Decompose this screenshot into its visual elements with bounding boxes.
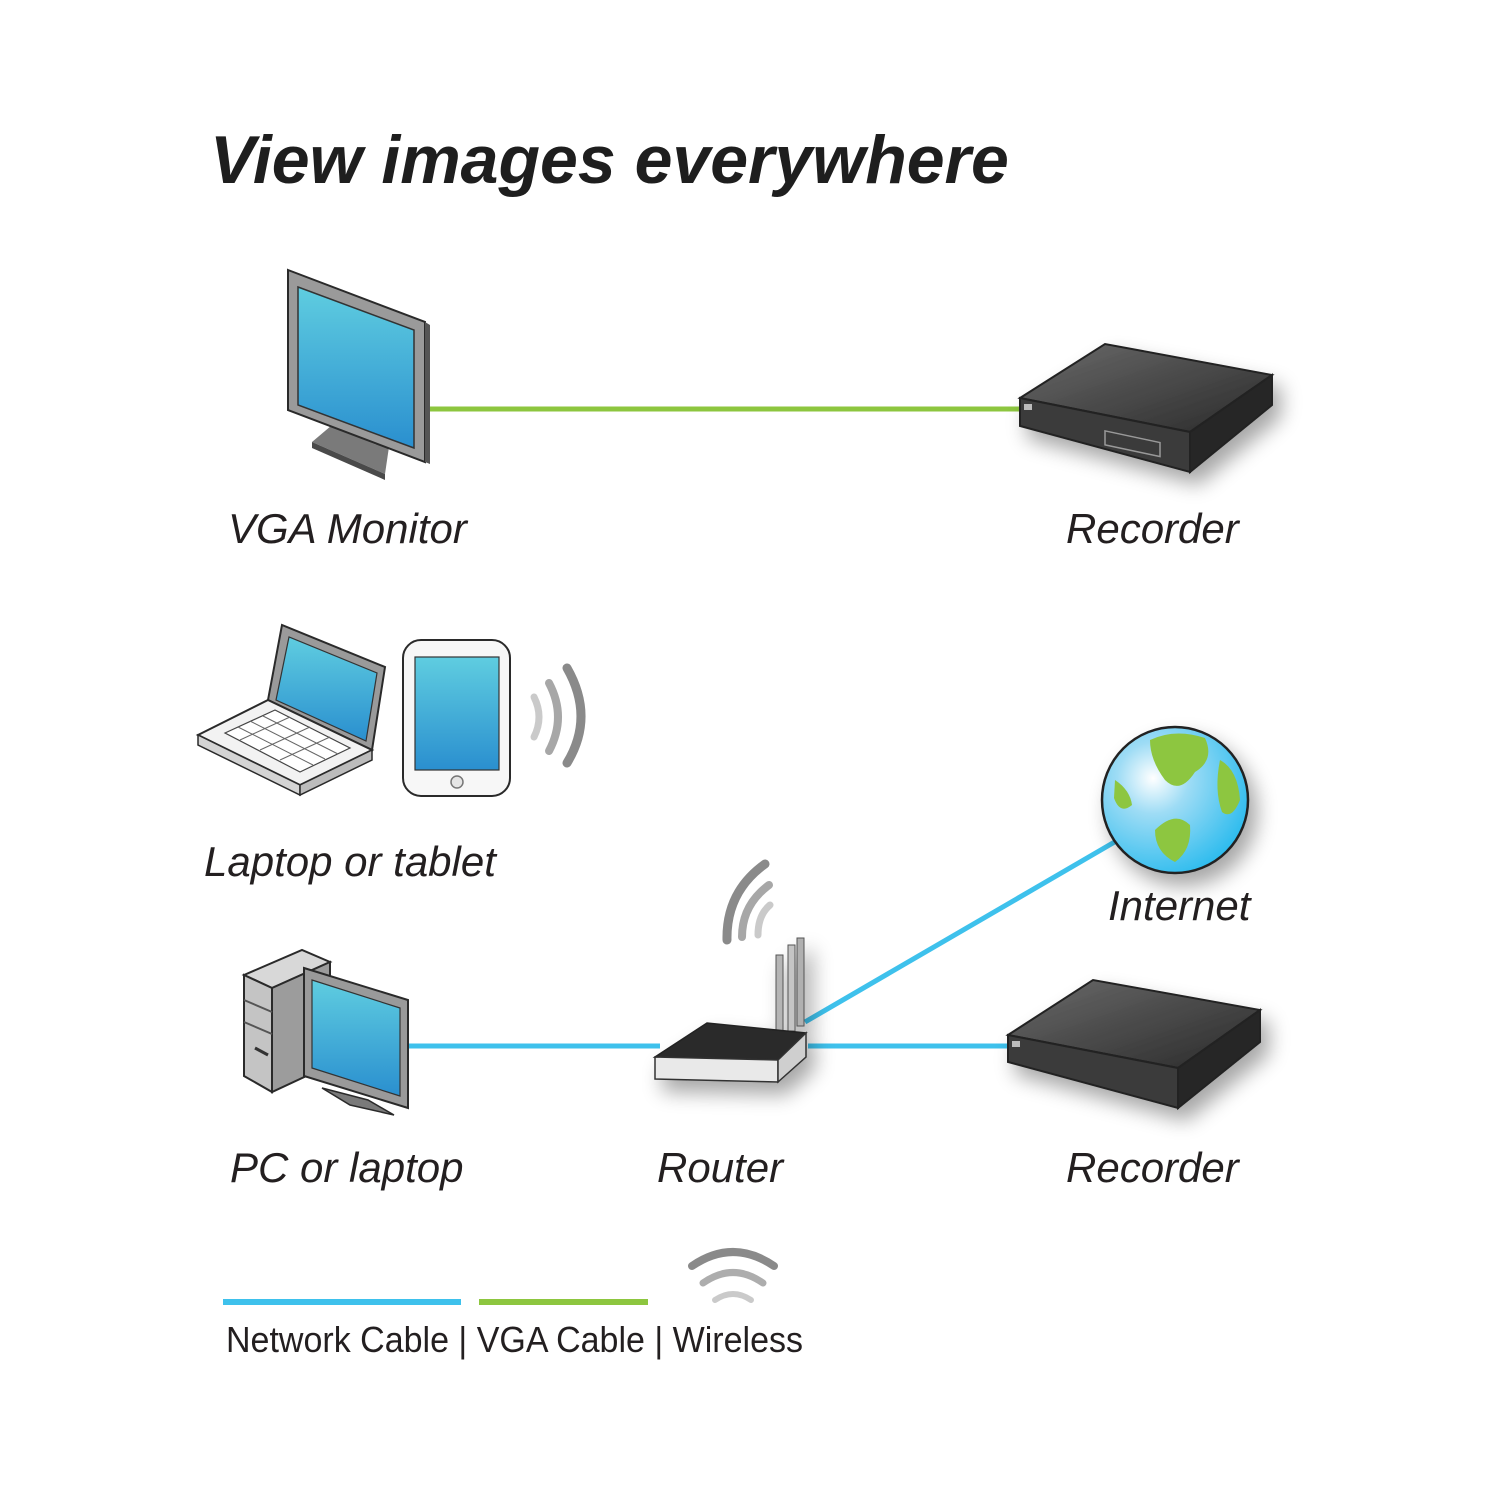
recorder-top-label: Recorder bbox=[1066, 505, 1241, 552]
router-label: Router bbox=[657, 1144, 785, 1191]
router-wireless-icon bbox=[722, 859, 774, 945]
laptop-icon bbox=[195, 623, 387, 797]
router-icon bbox=[652, 937, 808, 1084]
desktop-pc-icon bbox=[241, 948, 409, 1116]
legend-text: Network Cable | VGA Cable | Wireless bbox=[226, 1319, 803, 1360]
tablet-icon bbox=[402, 639, 511, 797]
recorder-top-icon bbox=[1017, 342, 1275, 475]
laptop-tablet-label: Laptop or tablet bbox=[204, 838, 498, 885]
internet-label: Internet bbox=[1108, 882, 1253, 929]
vga-monitor-label: VGA Monitor bbox=[228, 505, 469, 552]
recorder-bottom-icon bbox=[1005, 978, 1263, 1111]
globe-icon bbox=[1100, 725, 1250, 875]
network-cable-router-internet bbox=[803, 837, 1120, 1025]
pc-laptop-label: PC or laptop bbox=[230, 1144, 463, 1191]
wireless-signal-icon bbox=[530, 663, 586, 768]
legend: Network Cable | VGA Cable | Wireless bbox=[223, 1248, 803, 1360]
legend-wireless-icon bbox=[688, 1248, 778, 1303]
recorder-bottom-label: Recorder bbox=[1066, 1144, 1241, 1191]
vga-monitor-icon bbox=[287, 268, 430, 480]
page-title: View images everywhere bbox=[210, 122, 1009, 198]
